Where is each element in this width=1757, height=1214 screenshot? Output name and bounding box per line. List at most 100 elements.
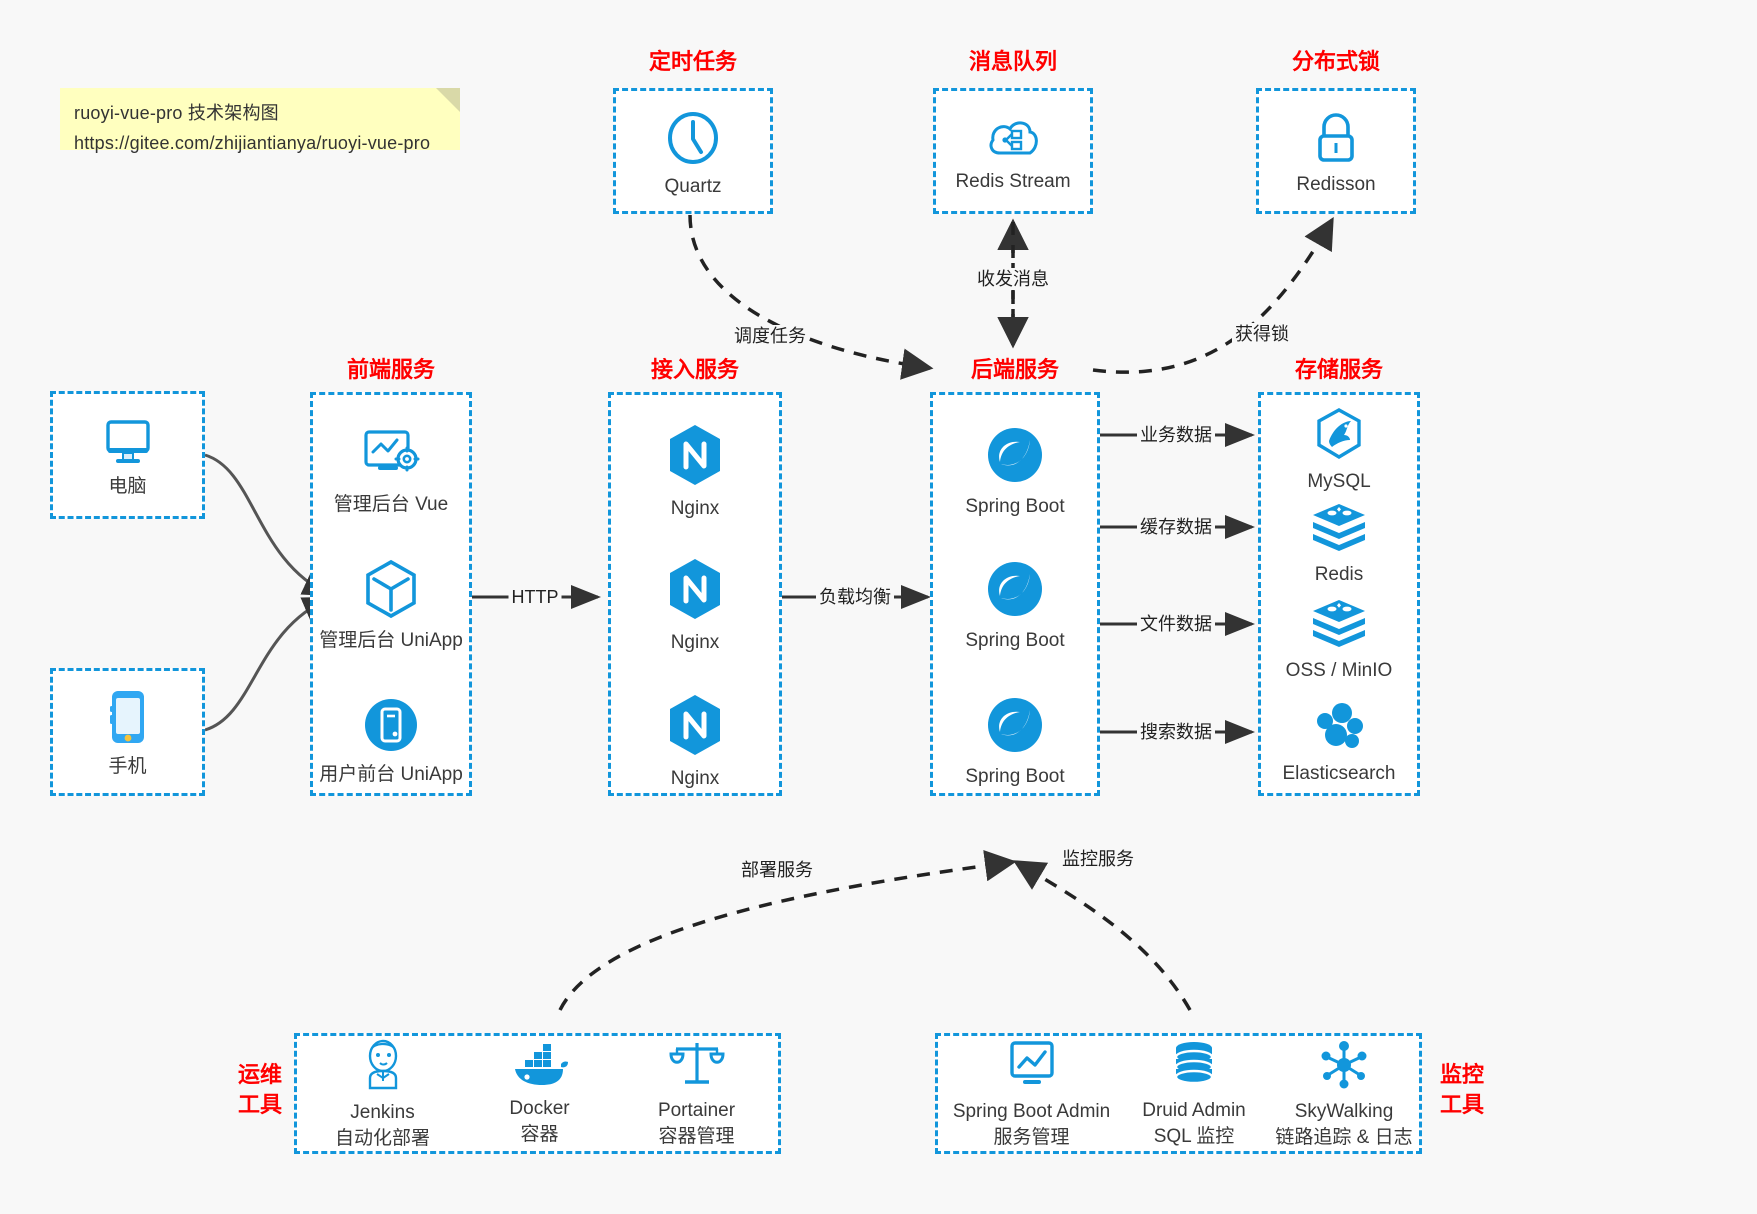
node-nginx-3[interactable]: Nginx [611,683,779,801]
node-label-user-uniapp: 用户前台 UniApp [319,764,463,785]
group-title-gateway: 接入服务 [650,357,739,382]
group-box-backend[interactable]: Spring Boot Spring Boot Spring Boot [930,392,1100,796]
node-oss-minio[interactable]: OSS / MinIO [1261,595,1417,687]
node-label-redis: Redis [1314,564,1364,585]
node-redis[interactable]: Redis [1261,499,1417,591]
node-label-spring-boot-3: Spring Boot [965,766,1065,787]
spring-boot-icon [984,694,1046,756]
group-box-lock[interactable]: Redisson [1256,88,1416,214]
node-sublabel-druid-admin: SQL 监控 [1153,1126,1235,1147]
edge-label-schedule-task: 调度任务 [731,325,809,347]
edge-label-acquire-lock: 获得锁 [1232,323,1292,345]
node-label-nginx-3: Nginx [670,768,720,789]
node-label-nginx-2: Nginx [670,632,720,653]
group-box-monitor[interactable]: Spring Boot Admin 服务管理 Druid Admin SQL 监… [935,1033,1422,1154]
node-nginx-2[interactable]: Nginx [611,547,779,665]
node-label-spring-boot-2: Spring Boot [965,630,1065,651]
node-label-redisson: Redisson [1296,174,1376,195]
node-label-redis-stream: Redis Stream [955,171,1071,192]
skywalking-icon [1317,1039,1371,1091]
node-redisson[interactable]: Redisson [1259,101,1413,209]
node-label-elasticsearch: Elasticsearch [1282,763,1396,784]
node-quartz[interactable]: Quartz [616,101,770,209]
edge-label-cache-data: 缓存数据 [1137,516,1215,538]
node-mysql[interactable]: MySQL [1261,405,1417,497]
group-title-mq: 消息队列 [968,49,1057,74]
note-fold-corner [436,88,460,112]
docker-icon [511,1042,569,1088]
group-box-storage[interactable]: MySQL Redis [1258,392,1420,796]
group-box-frontend[interactable]: 管理后台 Vue 管理后台 UniApp [310,392,472,796]
node-label-oss-minio: OSS / MinIO [1285,660,1393,681]
node-label-desktop: 电脑 [108,476,147,497]
group-title-monitor-line2: 工具 [1439,1092,1484,1117]
node-label-mysql: MySQL [1307,471,1371,492]
note-line-1: ruoyi-vue-pro 技术架构图 [74,103,279,123]
nginx-icon [665,556,725,622]
group-box-client-desktop[interactable]: 电脑 [50,391,205,519]
edge-label-file-data: 文件数据 [1137,613,1215,635]
edge-label-load-balance: 负载均衡 [816,586,894,608]
node-label-docker: Docker [509,1098,570,1119]
node-admin-vue[interactable]: 管理后台 Vue [313,413,469,531]
node-label-smartphone: 手机 [108,756,147,777]
cloud-stream-icon [986,115,1040,161]
desktop-icon [101,416,155,466]
edge-label-business-data: 业务数据 [1137,424,1215,446]
node-user-uniapp[interactable]: 用户前台 UniApp [313,683,469,801]
node-druid-admin[interactable]: Druid Admin SQL 监控 [1119,1042,1269,1148]
group-title-storage: 存储服务 [1294,357,1383,382]
node-label-spring-boot-1: Spring Boot [965,496,1065,517]
node-admin-uniapp[interactable]: 管理后台 UniApp [313,547,469,665]
node-sublabel-spring-boot-admin: 服务管理 [993,1127,1070,1148]
scales-icon [668,1040,725,1090]
dashboard-gear-icon [360,426,422,484]
group-box-scheduler[interactable]: Quartz [613,88,773,214]
group-title-monitor-line1: 监控 [1439,1062,1484,1087]
group-box-mq[interactable]: Redis Stream [933,88,1093,214]
elasticsearch-icon [1311,701,1367,753]
node-label-admin-uniapp: 管理后台 UniApp [319,630,463,651]
node-label-druid-admin: Druid Admin [1142,1100,1246,1121]
hexagon-cube-icon [362,558,420,620]
edge-label-send-receive-message: 收发消息 [974,268,1052,290]
group-title-devops: 运维 工具 [228,1060,292,1120]
node-label-skywalking: SkyWalking [1294,1101,1394,1122]
group-title-monitor: 监控 工具 [1430,1060,1494,1120]
node-spring-boot-3[interactable]: Spring Boot [933,683,1097,801]
node-desktop[interactable]: 电脑 [53,404,202,512]
node-portainer[interactable]: Portainer 容器管理 [619,1042,774,1148]
node-label-quartz: Quartz [664,176,722,197]
note-line-2: https://gitee.com/zhijiantianya/ruoyi-vu… [74,133,431,153]
database-icon [1169,1040,1219,1090]
node-sublabel-jenkins: 自动化部署 [334,1128,430,1149]
edge-label-search-data: 搜索数据 [1137,721,1215,743]
oss-minio-icon [1310,598,1368,650]
group-box-devops[interactable]: Jenkins 自动化部署 Docker 容器 [294,1033,781,1154]
node-label-portainer: Portainer [657,1100,736,1121]
node-spring-boot-2[interactable]: Spring Boot [933,547,1097,665]
mobile-circle-icon [362,696,420,754]
node-label-jenkins: Jenkins [350,1102,415,1123]
architecture-note: ruoyi-vue-pro 技术架构图 https://gitee.com/zh… [60,88,460,153]
node-smartphone[interactable]: 手机 [53,679,202,789]
nginx-icon [665,422,725,488]
nginx-icon [665,692,725,758]
group-title-backend: 后端服务 [970,357,1059,382]
smartphone-icon [108,688,148,746]
node-jenkins[interactable]: Jenkins 自动化部署 [305,1039,460,1149]
node-nginx-1[interactable]: Nginx [611,413,779,531]
group-box-client-phone[interactable]: 手机 [50,668,205,796]
mysql-icon [1313,407,1365,461]
group-box-gateway[interactable]: Nginx Nginx Nginx [608,392,782,796]
node-elasticsearch[interactable]: Elasticsearch [1261,695,1417,793]
node-redis-stream[interactable]: Redis Stream [936,103,1090,207]
node-spring-boot-admin[interactable]: Spring Boot Admin 服务管理 [944,1041,1119,1148]
jenkins-icon [356,1038,410,1092]
node-skywalking[interactable]: SkyWalking 链路追踪 & 日志 [1269,1039,1419,1148]
edge-label-monitor-service: 监控服务 [1059,848,1137,870]
edge-label-http: HTTP [508,586,562,608]
node-spring-boot-1[interactable]: Spring Boot [933,413,1097,531]
node-sublabel-portainer: 容器管理 [658,1126,735,1147]
node-docker[interactable]: Docker 容器 [462,1042,617,1148]
